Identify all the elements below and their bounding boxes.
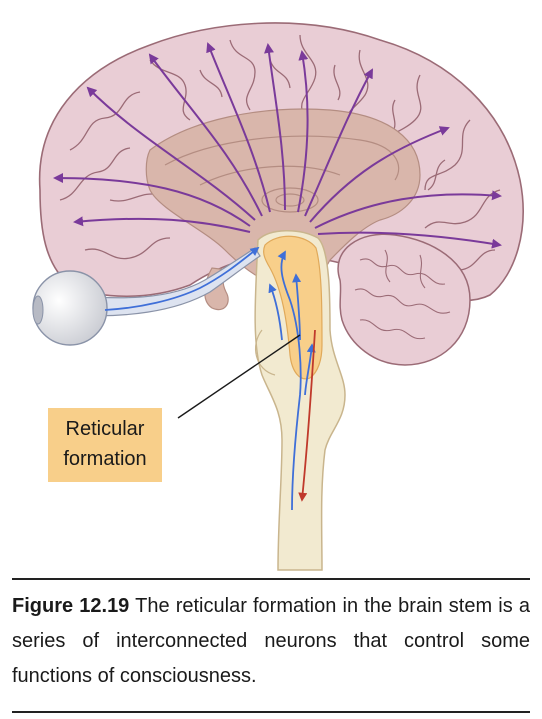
caption-text: The reticular formation in the brain ste… [12,595,531,687]
cerebellum [337,233,471,366]
caption-top-rule [12,578,530,580]
caption-figure-number: Figure 12.19 [12,595,130,617]
ascending-arrows [104,246,316,511]
optic-nerve [69,247,261,317]
reticular-formation-label: Reticular formation [48,408,162,482]
brain-diagram [32,22,524,571]
figure-caption: Figure 12.19 The reticular formation in … [12,589,530,694]
projection-arrows [53,42,502,249]
callout-leader-line [177,334,301,419]
cortex-gyri [59,34,501,271]
caption-bottom-rule [12,711,530,713]
eyeball [32,270,108,346]
label-line-1: Reticular [65,418,145,440]
label-line-2: formation [63,448,147,470]
descending-arrow [298,329,316,502]
